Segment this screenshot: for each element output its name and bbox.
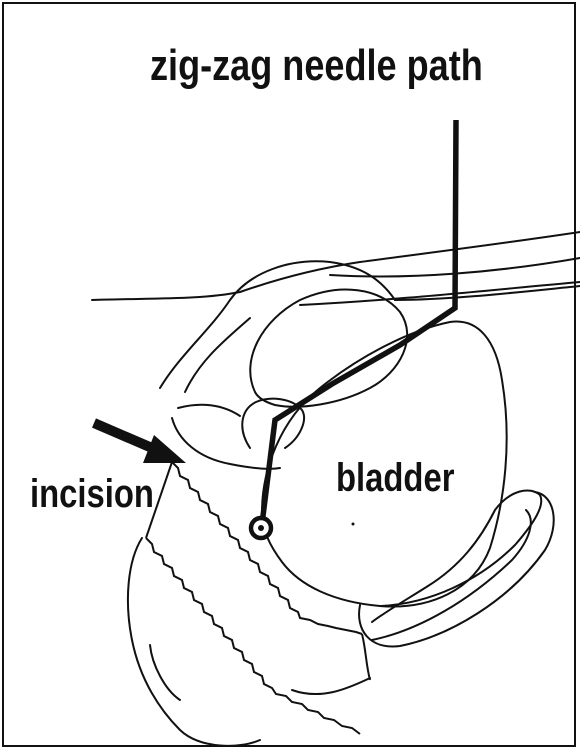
bladder-label: bladder <box>336 458 454 498</box>
lower-fold-edge <box>292 678 370 694</box>
anterior-tissue <box>185 318 250 392</box>
incision-closure <box>362 634 370 680</box>
bladder-speck <box>352 523 355 526</box>
upper-tissue-line-3 <box>300 282 580 305</box>
incision-label: incision <box>30 474 154 514</box>
lower-organ-outer <box>359 492 554 647</box>
needle-entry-dot <box>258 525 264 531</box>
lower-flesh-fold <box>128 538 260 746</box>
lower-flesh-inner <box>150 645 180 700</box>
anterior-wall <box>172 418 280 469</box>
figure-title: zig-zag needle path <box>150 44 483 88</box>
incision-arrow <box>94 423 186 463</box>
incision-edge-lower <box>146 538 360 734</box>
lower-organ-inner <box>372 510 531 640</box>
urethra-tube <box>395 286 580 300</box>
anterior-wall-2 <box>178 405 240 416</box>
